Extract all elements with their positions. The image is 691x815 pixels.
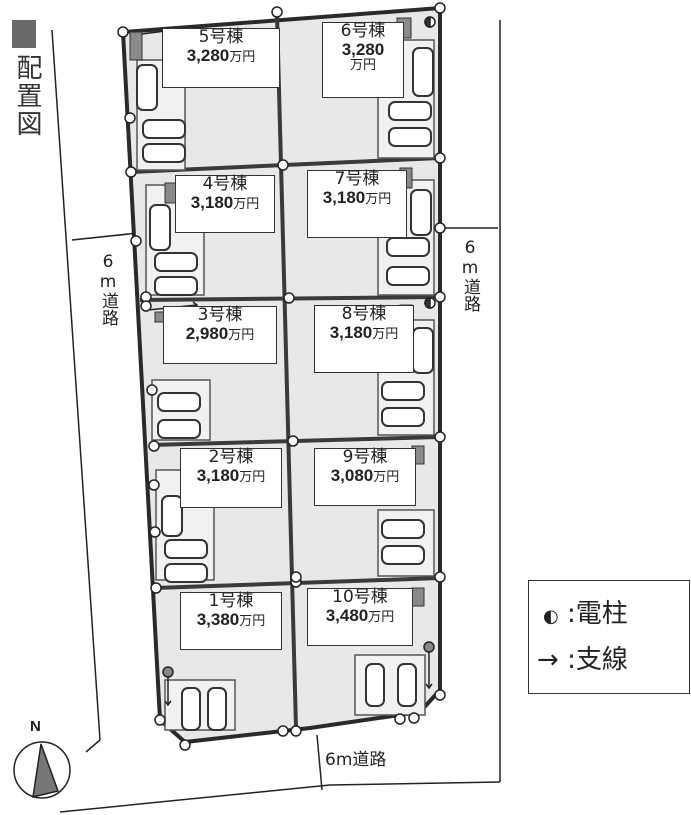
legend-row-guy: → :支線 bbox=[537, 639, 628, 676]
lot-price: 3,280 bbox=[341, 39, 385, 59]
road-label-south: 6m道路 bbox=[325, 750, 387, 770]
lot-label-4: 4号棟 3,180万円 bbox=[175, 175, 275, 233]
lot-label-3: 3号棟 2,980万円 bbox=[163, 306, 277, 364]
boundary-markers bbox=[117, 2, 446, 751]
legend-pole-label: :電柱 bbox=[566, 599, 628, 629]
lot-name: 8号棟 bbox=[341, 304, 387, 324]
parking-cars bbox=[136, 47, 434, 731]
lot-name: 3号棟 bbox=[197, 305, 243, 325]
lot-name: 9号棟 bbox=[342, 447, 388, 467]
lot-label-9: 9号棟 3,080万円 bbox=[314, 448, 416, 506]
lot-price: 2,980万円 bbox=[185, 323, 255, 343]
lot-price: 3,080万円 bbox=[330, 465, 400, 485]
road-label-west: 6 m 道路 bbox=[98, 252, 118, 326]
lot-price: 3,280万円 bbox=[186, 45, 256, 65]
legend-row-pole: ◐ :電柱 bbox=[543, 593, 628, 630]
lot-name: 7号棟 bbox=[334, 169, 380, 189]
lot-name: 2号棟 bbox=[208, 447, 254, 467]
lot-price: 3,180万円 bbox=[329, 322, 399, 342]
title-text: 配置図 bbox=[12, 54, 42, 138]
road-lines bbox=[51, 20, 501, 813]
lot-label-7: 7号棟 3,180万円 bbox=[307, 170, 407, 238]
legend-box: ◐ :電柱 → :支線 bbox=[528, 580, 690, 694]
lot-price: 3,480万円 bbox=[325, 605, 395, 625]
title-marker bbox=[12, 20, 36, 48]
lot-label-1: 1号棟 3,380万円 bbox=[180, 592, 282, 650]
north-compass-icon bbox=[13, 741, 71, 799]
road-text: 道路 bbox=[460, 278, 480, 312]
lot-name: 1号棟 bbox=[208, 591, 254, 611]
road-unit: m bbox=[99, 272, 117, 292]
road-width: 6 bbox=[102, 252, 114, 272]
utility-pole-icon: ◐ bbox=[543, 606, 559, 627]
lot-price: 3,180万円 bbox=[190, 192, 260, 212]
road-unit: m bbox=[461, 258, 479, 278]
lot-name: 10号棟 bbox=[332, 587, 388, 607]
lot-unit: 万円 bbox=[349, 57, 376, 73]
lot-label-8: 8号棟 3,180万円 bbox=[314, 305, 414, 373]
lot-name: 5号棟 bbox=[198, 27, 244, 47]
lot-label-2: 2号棟 3,180万円 bbox=[180, 448, 282, 508]
road-width: 6 bbox=[464, 238, 476, 258]
lot-name: 4号棟 bbox=[202, 174, 248, 194]
legend-guy-label: :支線 bbox=[567, 645, 628, 675]
compass-north-label: N bbox=[30, 718, 41, 735]
road-label-east: 6 m 道路 bbox=[460, 238, 480, 312]
lot-label-6: 6号棟 3,280 万円 bbox=[322, 22, 404, 98]
lot-name: 6号棟 bbox=[340, 21, 386, 41]
lot-label-5: 5号棟 3,280万円 bbox=[162, 28, 280, 88]
drawing-title: 配置図 bbox=[12, 20, 42, 138]
road-text: 道路 bbox=[98, 292, 118, 326]
guy-wire-arrow-icon: → bbox=[537, 645, 559, 675]
lot-price: 3,380万円 bbox=[196, 609, 266, 629]
lot-price: 3,180万円 bbox=[322, 187, 392, 207]
lot-price: 3,180万円 bbox=[196, 465, 266, 485]
lot-label-10: 10号棟 3,480万円 bbox=[307, 588, 413, 646]
